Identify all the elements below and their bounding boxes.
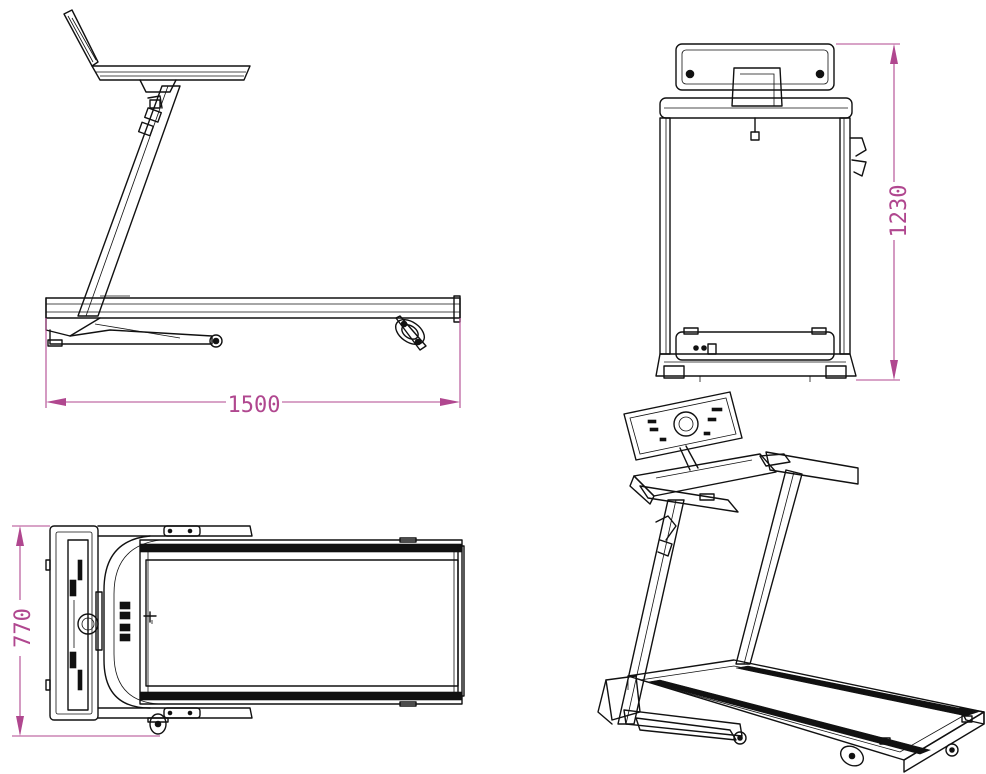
top-view: [45, 525, 465, 735]
width-value: 770: [11, 608, 36, 648]
length-value: 1500: [228, 393, 281, 418]
length-dimension: 1500: [45, 318, 461, 418]
isometric-view: [597, 391, 985, 773]
height-value: 1230: [887, 185, 912, 238]
width-dimension: 770: [11, 525, 160, 737]
front-view: [655, 43, 867, 382]
side-view: [45, 9, 461, 351]
height-dimension: 1230: [836, 43, 912, 381]
